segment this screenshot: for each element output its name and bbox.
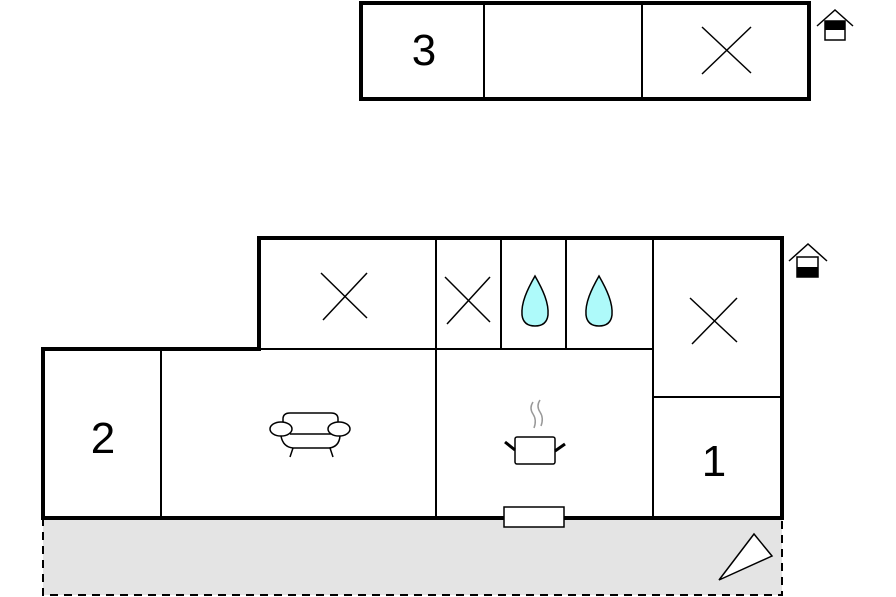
water-drop-icon (521, 274, 549, 327)
sofa-icon (269, 412, 351, 458)
cooking-pot-icon (504, 399, 566, 465)
entrance-door (503, 506, 565, 528)
house-ground-floor-icon (788, 242, 828, 278)
water-drop-icon (585, 274, 613, 327)
upper-floor (359, 1, 854, 101)
terrace (42, 517, 783, 596)
x-mark-icon (689, 297, 738, 345)
room-number-1: 1 (701, 437, 727, 486)
x-mark-icon (701, 26, 752, 75)
x-mark-icon (320, 272, 368, 321)
ground-floor (41, 236, 828, 528)
room-number-3: 3 (411, 26, 437, 75)
x-mark-icon (444, 276, 491, 325)
terrace-direction-icon (718, 532, 774, 581)
house-upper-floor-icon (816, 8, 854, 41)
room-number-2: 2 (90, 414, 116, 463)
